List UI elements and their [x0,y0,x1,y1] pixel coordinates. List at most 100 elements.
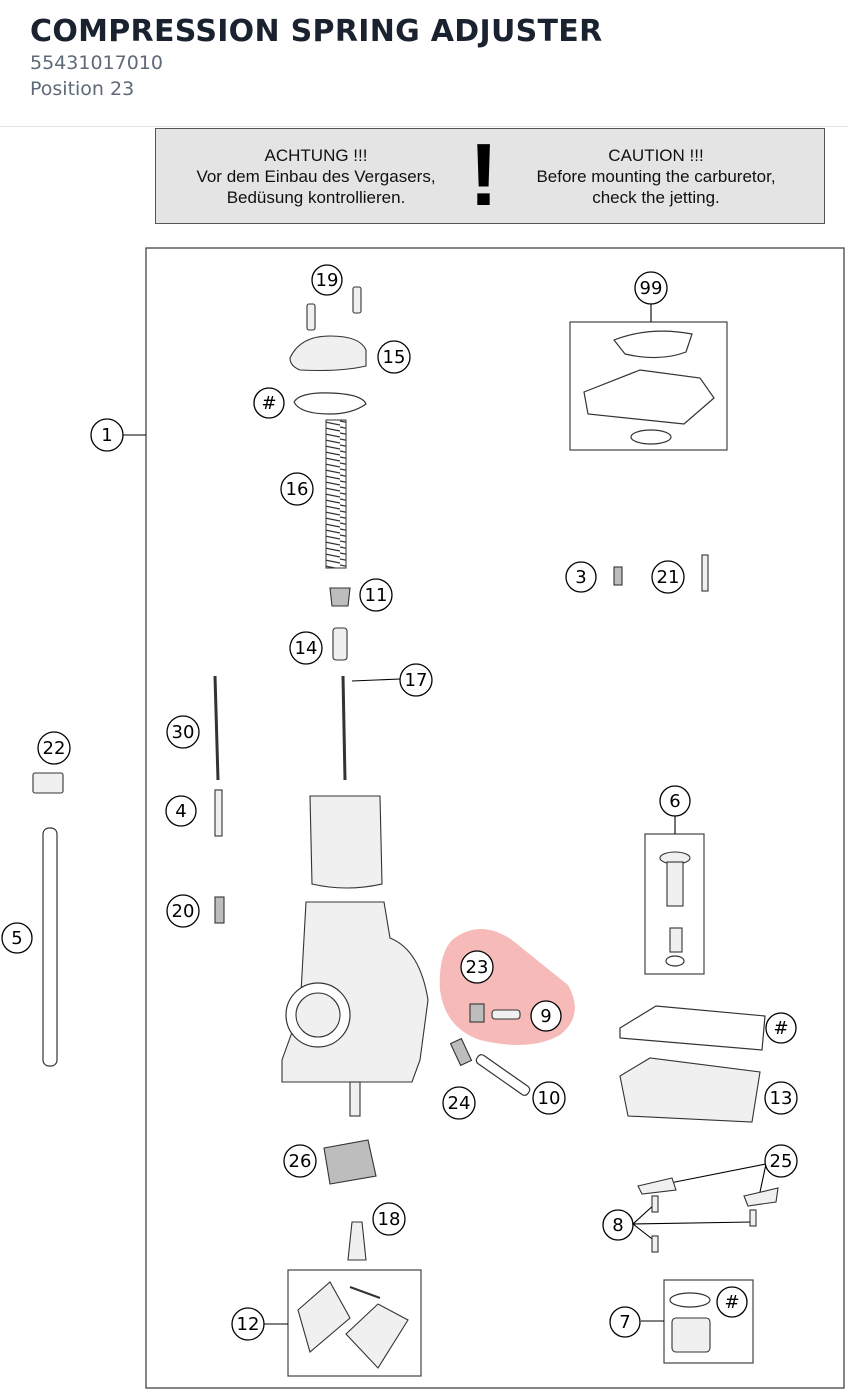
o-ring-icon [630,429,672,445]
page-header: COMPRESSION SPRING ADJUSTER 55431017010 … [0,0,848,127]
callout-1[interactable]: 1 [90,418,124,452]
float-needle-icon [347,1221,367,1261]
drain-plug-icon [671,1317,711,1353]
starter-plunger-body [666,861,684,907]
callout-4[interactable]: 4 [165,795,197,827]
callout-23[interactable]: 23 [460,950,494,984]
callout-11[interactable]: 11 [359,578,393,612]
callout-15[interactable]: 15 [377,340,411,374]
screw-icon [613,566,623,586]
svg-text:25: 25 [770,1151,793,1172]
parts-art [32,286,779,1369]
gasket-icon [293,392,367,415]
svg-text:19: 19 [316,270,339,291]
callout-17[interactable]: 17 [399,663,433,697]
page-title: COMPRESSION SPRING ADJUSTER [30,14,603,49]
callout-30[interactable]: 30 [166,715,200,749]
callout-13[interactable]: 13 [764,1081,798,1115]
svg-text:12: 12 [237,1314,260,1335]
callout-8[interactable]: 8 [602,1209,634,1241]
svg-text:13: 13 [770,1088,793,1109]
svg-text:1: 1 [101,425,112,446]
callout-10[interactable]: 10 [532,1081,566,1115]
callout-7[interactable]: 7 [609,1306,641,1338]
pilot-jet-icon [701,554,709,592]
screw-icon [449,1037,473,1067]
float-icon [297,1281,351,1353]
svg-text:6: 6 [669,791,680,812]
float-icon [345,1303,409,1369]
screw-icon [306,303,316,331]
svg-text:#: # [261,393,276,414]
callout-22[interactable]: 22 [37,731,71,765]
float-bowl-icon [619,1057,761,1123]
svg-text:99: 99 [640,278,663,299]
exclamation-icon: ! [469,125,499,224]
cover-icon [289,335,367,372]
callout-21[interactable]: 21 [651,560,685,594]
svg-text:18: 18 [378,1209,401,1230]
leader-lines [123,302,767,1325]
gasket-icon [613,330,693,359]
bowl-gasket-icon [619,1005,766,1051]
svg-text:10: 10 [538,1088,561,1109]
callout-18[interactable]: 18 [372,1202,406,1236]
svg-text:30: 30 [172,722,195,743]
float-pin-icon [349,1286,381,1299]
callout-20[interactable]: 20 [166,894,200,928]
callout-hash-2[interactable]: # [765,1012,797,1044]
svg-text:24: 24 [448,1093,471,1114]
callout-labels: 1 19 15 # 16 11 14 17 30 22 4 20 5 99 3 … [1,264,798,1341]
part-number: 55431017010 [30,52,163,74]
caution-english-line1: Before mounting the carburetor, [536,167,776,186]
callout-25[interactable]: 25 [764,1144,798,1178]
callout-16[interactable]: 16 [280,472,314,506]
svg-text:23: 23 [466,957,489,978]
callout-6[interactable]: 6 [659,785,691,817]
svg-text:5: 5 [11,928,22,949]
compression-spring-icon[interactable] [469,1003,485,1023]
caution-box: ACHTUNG !!! Vor dem Einbau des Vergasers… [155,125,825,224]
svg-text:21: 21 [657,567,680,588]
svg-text:7: 7 [619,1312,630,1333]
caution-german-title: ACHTUNG !!! [264,146,368,165]
svg-text:22: 22 [43,738,66,759]
callout-26[interactable]: 26 [283,1144,317,1178]
screw-icon [651,1195,659,1213]
callout-14[interactable]: 14 [289,631,323,665]
hose-icon [42,827,58,1067]
caution-english-line2: check the jetting. [592,188,720,207]
svg-text:20: 20 [172,901,195,922]
starter-plunger-tip [669,927,683,953]
caution-english: CAUTION !!! Before mounting the carburet… [506,145,806,208]
svg-text:9: 9 [540,1006,551,1027]
callout-5[interactable]: 5 [1,922,33,954]
callout-19[interactable]: 19 [311,264,343,296]
svg-text:14: 14 [295,638,318,659]
drain-screw-icon [349,1081,361,1117]
callout-12[interactable]: 12 [231,1307,265,1341]
svg-text:11: 11 [365,585,388,606]
adjuster-screw-icon [491,1009,521,1020]
caution-english-title: CAUTION !!! [608,146,704,165]
float-frame [287,1269,422,1377]
spring-icon [325,419,347,569]
caution-german-line1: Vor dem Einbau des Vergasers, [196,167,436,186]
callout-hash-1[interactable]: # [253,387,285,419]
retainer-icon [329,587,351,607]
needle-holder-icon [332,627,348,661]
callout-99[interactable]: 99 [634,271,668,305]
callout-hash-3[interactable]: # [716,1286,748,1318]
caution-german-line2: Bedüsung kontrollieren. [226,188,406,207]
bracket-icon [637,1177,677,1195]
callout-3[interactable]: 3 [565,561,597,593]
gasket-kit-frame [569,321,728,451]
gasket-icon [583,369,715,425]
jet-icon [214,896,225,924]
jet-needle-icon [213,675,220,781]
callout-9[interactable]: 9 [530,1000,562,1032]
svg-text:16: 16 [286,479,309,500]
main-frame [145,247,845,1389]
callout-24[interactable]: 24 [442,1086,476,1120]
